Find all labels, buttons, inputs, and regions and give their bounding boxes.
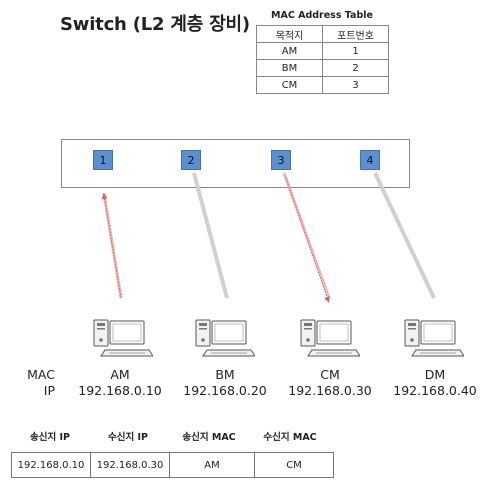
mac-table-cell: 3 xyxy=(322,76,389,94)
packet-header-table: 192.168.0.10 192.168.0.30 AM CM xyxy=(11,452,334,478)
mac-table-row: AM 1 xyxy=(256,42,389,60)
packet-row: 192.168.0.10 192.168.0.30 AM CM xyxy=(11,452,334,478)
host-cm-ip: 192.168.0.30 xyxy=(288,383,372,398)
packet-header-src-ip: 송신지 IP xyxy=(29,432,71,443)
host-dm-ip: 192.168.0.40 xyxy=(393,383,477,398)
switch-port-1: 1 xyxy=(93,150,113,170)
host-bm-ip: 192.168.0.20 xyxy=(183,383,267,398)
link-port1-host-am xyxy=(102,192,123,299)
ip-row-label: IP xyxy=(43,383,55,398)
mac-table-cell: CM xyxy=(256,76,323,94)
mac-table-header-row: 목적지 포트번호 xyxy=(256,25,389,43)
packet-src-mac: AM xyxy=(169,452,255,478)
packet-header-src-mac: 송신지 MAC xyxy=(182,432,236,443)
mac-table-cell: 1 xyxy=(322,42,389,60)
mac-address-table: 목적지 포트번호 AM 1 BM 2 CM 3 xyxy=(256,25,389,94)
packet-dst-mac: CM xyxy=(254,452,334,478)
host-cm-mac: CM xyxy=(320,367,340,382)
mac-row-label: MAC xyxy=(27,367,55,382)
diagram-title: Switch (L2 계층 장비) xyxy=(60,14,250,35)
switch-port-3: 3 xyxy=(271,150,291,170)
mac-table-cell: BM xyxy=(256,59,323,77)
link-port2-host-bm xyxy=(192,172,229,299)
link-port3-host-cm xyxy=(282,172,331,299)
link-port1-host-am-traffic xyxy=(101,193,122,299)
mac-table-cell: AM xyxy=(256,42,323,60)
switch-port-2: 2 xyxy=(181,150,201,170)
mac-table-row: CM 3 xyxy=(256,76,389,94)
desktop-computer-icon xyxy=(300,319,360,357)
packet-header-dst-mac: 수신지 MAC xyxy=(263,432,317,443)
mac-table-caption: MAC Address Table xyxy=(271,10,373,21)
packet-dst-ip: 192.168.0.30 xyxy=(90,452,170,478)
mac-table-header: 포트번호 xyxy=(322,25,389,43)
desktop-computer-icon xyxy=(195,319,255,357)
mac-table-header: 목적지 xyxy=(256,25,323,43)
link-port4-host-dm xyxy=(373,172,436,299)
mac-table-cell: 2 xyxy=(322,59,389,77)
desktop-computer-icon xyxy=(404,319,464,357)
link-port3-host-cm-traffic xyxy=(285,177,330,303)
packet-src-ip: 192.168.0.10 xyxy=(11,452,91,478)
host-am-mac: AM xyxy=(110,367,130,382)
packet-header-dst-ip: 수신지 IP xyxy=(107,432,149,443)
switch-device xyxy=(61,139,410,188)
host-am-ip: 192.168.0.10 xyxy=(78,383,162,398)
desktop-computer-icon xyxy=(93,319,153,357)
host-dm-mac: DM xyxy=(424,367,446,382)
host-bm-mac: BM xyxy=(215,367,235,382)
mac-table-row: BM 2 xyxy=(256,59,389,77)
switch-port-4: 4 xyxy=(360,150,380,170)
